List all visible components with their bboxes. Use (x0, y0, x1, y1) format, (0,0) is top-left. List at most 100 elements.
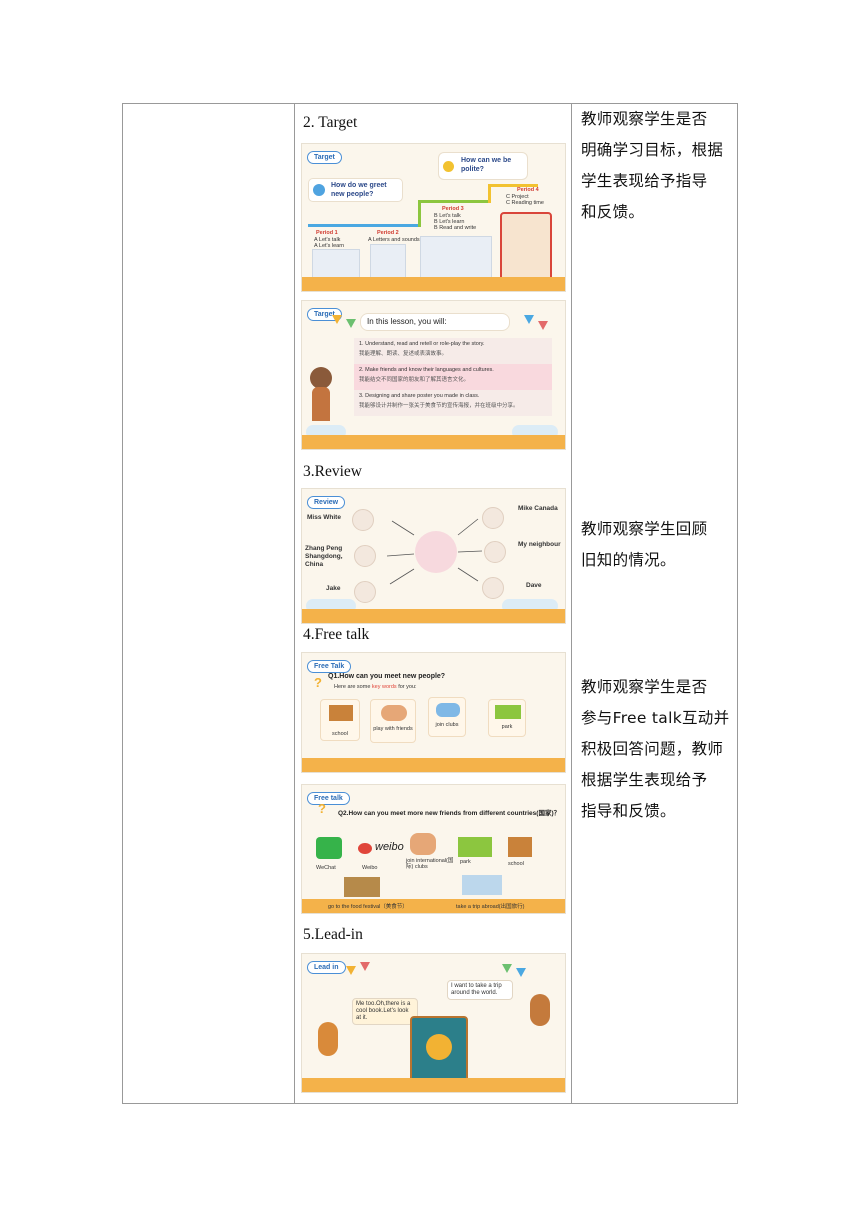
school-icon (508, 837, 532, 857)
step-line (308, 224, 418, 227)
section-lead-in-heading: 5.Lead-in (303, 926, 363, 943)
note-line: 和反馈。 (581, 203, 645, 221)
speech-bubble-left: Me too.Oh,there is a cool book.Let's loo… (352, 998, 418, 1025)
search-icon (313, 184, 325, 196)
note-target: 教师观察学生是否 明确学习目标，根据 学生表现给予指导 和反馈。 (581, 104, 733, 228)
squirrel-illustration (318, 1022, 338, 1056)
question-mark-icon: ? (314, 675, 322, 690)
character-avatar (482, 577, 504, 599)
park-icon (495, 705, 521, 719)
period-label: Period 4 (517, 187, 539, 193)
character-avatar (354, 545, 376, 567)
keyword-card: park (488, 699, 526, 737)
clubs-icon (436, 703, 460, 717)
bunting-flag (516, 968, 526, 977)
teacher-illustration (312, 387, 330, 421)
note-line: 参与Free talk互动并 (581, 709, 730, 727)
channel-label: join international(国际) clubs (406, 858, 454, 870)
period-item: B Let's talk (434, 213, 461, 219)
note-free-talk: 教师观察学生是否 参与Free talk互动并 积极回答问题，教师 根据学生表现… (581, 672, 733, 827)
connector-arrows (386, 518, 483, 585)
note-line: 教师观察学生是否 (581, 678, 708, 696)
goal-en: 3. Designing and share poster you made i… (359, 393, 480, 399)
empty-column (123, 104, 294, 1103)
channel-label: go to the food festival（美食节） (328, 904, 408, 910)
channel-label: WeChat (316, 865, 336, 871)
question-greet: How do we greet new people? (331, 182, 387, 198)
ground-strip (302, 609, 565, 623)
weibo-icon (358, 843, 372, 854)
step-line (418, 200, 421, 227)
keyword-card: join clubs (428, 697, 466, 737)
slide-free-talk-q1: Free Talk ? Q1.How can you meet new peop… (301, 652, 566, 773)
question-mark-icon: ? (318, 801, 326, 816)
character-avatar (482, 507, 504, 529)
hint-text: Here are some (334, 684, 372, 690)
slide-tag: Target (307, 151, 342, 164)
character-avatar (352, 509, 374, 531)
book-page-thumbnail (312, 249, 360, 279)
compass-icon (426, 1034, 452, 1060)
step-line (488, 184, 491, 203)
period-label: Period 3 (442, 206, 464, 212)
note-line: 旧知的情况。 (581, 551, 676, 569)
period-item: C Project (506, 194, 529, 200)
channel-label: park (460, 859, 471, 865)
question-text: Q2.How can you meet more new friends fro… (338, 810, 561, 817)
slide-tag: Free Talk (307, 660, 352, 673)
goal-row: 3. Designing and share poster you made i… (354, 390, 552, 416)
channel-label: Weibo (362, 865, 378, 871)
step-line (488, 184, 538, 187)
step-line (418, 200, 488, 203)
lightbulb-icon (443, 161, 454, 172)
hint-key: key words (371, 684, 397, 690)
keyword-label: school (332, 731, 348, 737)
name-label: Mike Canada (518, 505, 558, 512)
keyword-label: play with friends (373, 726, 413, 732)
slide-tag: Free talk (307, 792, 350, 805)
ground-strip: go to the food festival（美食节） take a trip… (302, 899, 565, 913)
period-item: B Let's learn (434, 219, 465, 225)
assessment-column: 教师观察学生是否 明确学习目标，根据 学生表现给予指导 和反馈。 教师观察学生回… (572, 104, 738, 1103)
school-icon (329, 705, 353, 721)
name-label: Miss White (307, 514, 341, 521)
ground-strip (302, 435, 565, 449)
book-page-thumbnail (420, 236, 492, 278)
note-line: 根据学生表现给予 (581, 771, 708, 789)
name-label: My neighbour (518, 541, 561, 548)
book-page-thumbnail (370, 244, 406, 279)
bunting-flag (346, 319, 356, 328)
slide-review: Review Miss White Zhang Peng Shangdong, … (301, 488, 566, 624)
period-item: B Read and write (434, 225, 477, 231)
column-divider (571, 104, 572, 1103)
goal-en: 2. Make friends and know their languages… (359, 367, 494, 373)
slide-lead-in: Lead in I want to take a trip around the… (301, 953, 566, 1093)
bunting-flag (502, 964, 512, 973)
question-text: Q1.How can you meet new people? (328, 673, 446, 680)
goal-zh: 我能理解、朗读、复述或表演故事。 (359, 351, 448, 357)
book-page-thumbnail (500, 212, 552, 286)
bear-illustration (530, 994, 550, 1026)
note-line: 指导和反馈。 (581, 802, 676, 820)
note-review: 教师观察学生回顾 旧知的情况。 (581, 514, 733, 576)
bunting-flag (538, 321, 548, 330)
book-illustration (410, 1016, 468, 1082)
goal-zh: 我能够设计并制作一张关于美食节的宣传海报，并在班级中分享。 (359, 403, 519, 409)
slide-target-overview: Target How can we be polite? How do we g… (301, 143, 566, 292)
goal-zh: 我能结交不同国家的朋友和了解其语言文化。 (359, 377, 470, 383)
friends-icon (381, 705, 407, 721)
channel-label: take a trip abroad(出国旅行) (456, 904, 525, 910)
ground-strip (302, 277, 565, 291)
center-girl-avatar (415, 531, 457, 573)
lesson-table: 2. Target Target How can we be polite? H… (122, 103, 738, 1104)
bunting-flag (346, 966, 356, 975)
note-line: 明确学习目标，根据 (581, 141, 724, 159)
keyword-card: school (320, 699, 360, 741)
period-label: Period 1 (316, 230, 338, 236)
question-card: How can we be polite? (438, 152, 528, 180)
speech-bubble-right: I want to take a trip around the world. (447, 980, 513, 1000)
activity-column: 2. Target Target How can we be polite? H… (295, 104, 571, 1103)
key-words-hint: Here are some key words for you: (334, 684, 417, 690)
period-item: A Let's talk (314, 237, 341, 243)
question-polite: How can we be polite? (461, 157, 512, 173)
